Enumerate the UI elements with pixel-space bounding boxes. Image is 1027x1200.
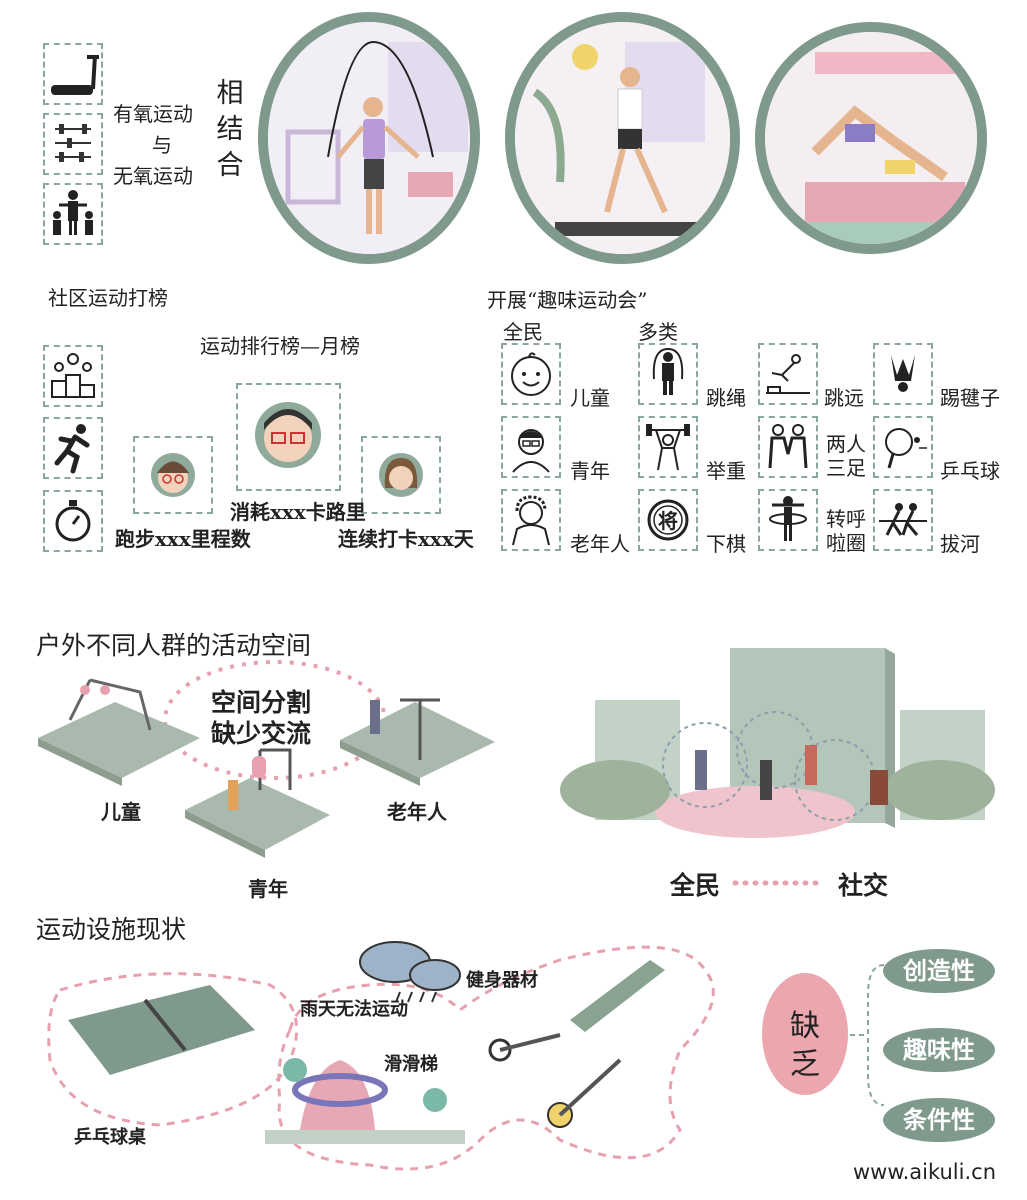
quality-conditions: 条件性 [883,1098,995,1142]
rank-first-label: 消耗xxx卡路里 [230,500,366,524]
quality-creativity: 创造性 [883,949,995,993]
rank-first-avatar [255,402,321,468]
chess-piece-icon: 将 [647,499,689,541]
treadmill-illustration [505,12,740,264]
outdoor-center-line2: 缺少交流 [211,719,312,748]
combine-char-1: 相 [216,78,244,109]
podium-icon-box [43,345,103,407]
ranking-title: 运动排行榜—月榜 [200,334,360,358]
running-icon [54,424,90,474]
community-title: 社区运动打榜 [48,286,168,310]
outdoor-youth-label: 青年 [248,877,288,901]
lack-oval: 缺 乏 [762,973,848,1095]
outdoor-elderly-label: 老年人 [387,800,447,824]
combine-char-3: 合 [216,150,244,181]
social-dotted-connector [732,880,824,886]
facilities-illustration [47,941,715,1171]
dumbbell-icon-box [43,113,103,175]
outdoor-children-label: 儿童 [101,800,141,824]
treadmill-icon-box [43,43,103,105]
stopwatch-icon [55,500,91,542]
activity-shuttlecock-label: 踢毽子 [940,386,1000,410]
three-legged-icon-box [758,416,818,478]
lack-bracket [850,964,885,1106]
activity-hula-hoop-label: 转呼啦圈 [826,507,866,555]
stopwatch-icon-box [43,490,103,552]
lack-char-2: 乏 [790,1047,820,1082]
outdoor-title: 户外不同人群的活动空间 [36,631,312,660]
rain-label: 雨天无法运动 [300,999,408,1020]
elderly-face-icon [512,495,550,546]
child-face-icon [511,352,551,396]
rank-third-box [361,436,441,514]
jump-rope-icon [652,347,684,395]
glute-bridge-illustration [755,22,987,254]
pingpong-paddle-icon [885,428,927,469]
chess-icon-box: 将 [638,489,698,551]
jump-rope-icon-box [638,343,698,405]
rank-third-avatar [379,453,423,497]
fitness-equipment-label: 健身器材 [466,970,538,991]
weightlifting-icon [646,424,690,471]
pingpong-table-label: 乒乓球桌 [74,1127,146,1148]
games-title: 开展“趣味运动会” [487,288,648,312]
people-elderly-label: 老年人 [570,532,630,556]
activity-long-jump-label: 跳远 [824,386,864,410]
pingpong-icon-box [873,416,933,478]
activity-jump-rope-label: 跳绳 [706,386,746,410]
combine-char-2: 结 [216,114,244,145]
facilities-title: 运动设施现状 [36,915,187,944]
activity-weightlifting-label: 举重 [706,459,746,483]
rank-second-label: 跑步xxx里程数 [115,527,251,551]
running-icon-box [43,417,103,479]
tug-of-war-icon [879,503,927,536]
people-youth-label: 青年 [570,459,610,483]
long-jump-icon [766,354,810,394]
shuttlecock-icon [891,355,915,392]
treadmill-icon [51,54,99,95]
outdoor-center-line1: 空间分割 [211,688,312,717]
weightlifting-icon-box [638,416,698,478]
outdoor-spaces-illustration [38,660,495,858]
slide-label: 滑滑梯 [384,1054,438,1075]
youth-face-icon [512,429,550,473]
outdoor-all-people-label: 全民 [670,871,721,900]
rank-second-avatar [151,453,195,497]
anaerobic-label: 无氧运动 [113,164,193,188]
family-fitness-icon [53,190,93,235]
child-face-box [501,343,561,405]
tug-of-war-icon-box [873,489,933,551]
combine-vertical-title: 相 结 合 [215,76,245,184]
activity-pingpong-label: 乒乓球 [940,459,1000,483]
activity-three-legged-label: 两人三足 [826,432,866,480]
activity-tug-of-war-label: 拔河 [940,532,980,556]
podium-icon [51,353,95,398]
people-child-label: 儿童 [570,386,610,410]
and-label: 与 [152,133,172,157]
elderly-face-box [501,489,561,551]
three-legged-race-icon [768,424,808,469]
outdoor-social-label: 社交 [838,871,889,900]
hula-hoop-icon [769,496,807,541]
aerobic-label: 有氧运动 [113,102,193,126]
all-people-heading: 全民 [503,320,543,344]
long-jump-icon-box [758,343,818,405]
dumbbell-icon [55,124,91,162]
shuttlecock-icon-box [873,343,933,405]
rank-second-box [133,436,213,514]
rank-first-box [236,383,341,491]
activity-chess-label: 下棋 [706,532,746,556]
jump-rope-illustration [258,12,480,264]
hula-hoop-icon-box [758,489,818,551]
many-types-heading: 多类 [638,320,678,344]
rank-third-label: 连续打卡xxx天 [338,527,474,551]
lack-char-1: 缺 [790,1009,820,1044]
family-fitness-icon-box [43,183,103,245]
watermark: www.aikuli.cn [853,1160,997,1184]
chess-glyph: 将 [658,509,678,533]
quality-fun: 趣味性 [883,1028,995,1072]
youth-face-box [501,416,561,478]
social-plaza-illustration [560,648,995,838]
